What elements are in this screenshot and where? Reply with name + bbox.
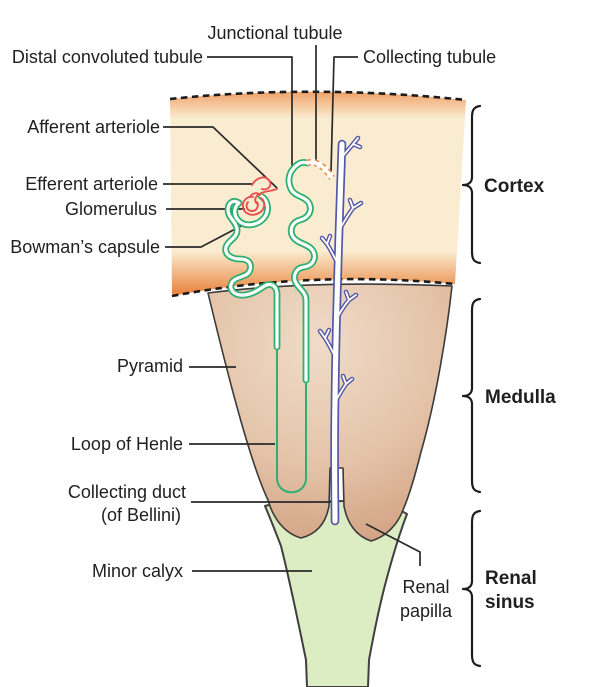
duct-branch-lumen <box>338 199 362 231</box>
label-region-renal-sinus-line1: Renal <box>485 568 537 589</box>
collecting-duct-lumen-layer <box>319 137 362 524</box>
label-renal-papilla-line1: Renal <box>402 577 449 597</box>
cortex-brace <box>461 104 482 265</box>
medulla-pyramid-shape <box>207 283 453 542</box>
leader-collecting-tubule <box>330 56 358 173</box>
distal-tubule-lumen <box>287 160 316 382</box>
diagram-labels: Junctional tubule Distal convoluted tubu… <box>10 23 556 621</box>
cortex-band-bottom-dashed-edge <box>171 277 456 298</box>
label-collecting-tubule: Collecting tubule <box>363 47 496 67</box>
label-pyramid: Pyramid <box>117 356 183 376</box>
duct-branch-lumen <box>334 375 353 403</box>
label-region-cortex: Cortex <box>484 176 545 197</box>
afferent-arteriole-vessel <box>254 188 278 205</box>
duct-branch-lumen <box>319 329 336 357</box>
cortex-band <box>169 90 467 298</box>
label-loop-of-henle: Loop of Henle <box>71 434 183 454</box>
junctional-tubule-shape <box>305 158 335 180</box>
leader-bowmans-capsule <box>165 225 242 248</box>
glomerulus-coil <box>241 192 266 216</box>
leader-afferent-arteriole <box>163 126 278 189</box>
label-distal-convoluted-tubule: Distal convoluted tubule <box>12 47 203 67</box>
label-minor-calyx: Minor calyx <box>92 561 183 581</box>
region-braces <box>461 104 482 668</box>
label-efferent-arteriole: Efferent arteriole <box>25 174 158 194</box>
duct-branch-lumen <box>342 137 361 157</box>
renal-sinus-brace <box>461 509 482 668</box>
leader-renal-papilla <box>365 523 421 566</box>
label-afferent-arteriole: Afferent arteriole <box>27 117 160 137</box>
loop-of-henle-thin-limb <box>276 343 307 494</box>
cortex-band-top-dashed-edge <box>169 90 467 102</box>
duct-branch-lumen <box>321 235 338 263</box>
proximal-tubule-lumen <box>224 194 279 349</box>
junctional-tubule-lumen <box>306 160 334 179</box>
label-bowmans-capsule: Bowman’s capsule <box>10 237 160 257</box>
label-junctional-tubule: Junctional tubule <box>207 23 342 43</box>
label-collecting-duct-line1: Collecting duct <box>68 482 186 502</box>
label-region-renal-sinus-line2: sinus <box>485 592 535 613</box>
collecting-duct <box>317 135 364 526</box>
label-renal-papilla-line2: papilla <box>400 601 453 621</box>
efferent-arteriole-vessel <box>251 176 272 191</box>
medulla-brace <box>461 297 482 494</box>
label-region-medulla: Medulla <box>485 387 556 408</box>
leader-distal-convoluted-tubule <box>207 56 293 172</box>
duct-branch-lumen <box>335 291 357 321</box>
duct-main-lumen <box>331 141 345 524</box>
nephron-tubule <box>222 158 335 494</box>
label-collecting-duct-line2: (of Bellini) <box>101 505 181 525</box>
cortex-band-fill <box>170 91 466 296</box>
glomerulus-shape <box>241 176 278 216</box>
label-glomerulus: Glomerulus <box>65 199 157 219</box>
